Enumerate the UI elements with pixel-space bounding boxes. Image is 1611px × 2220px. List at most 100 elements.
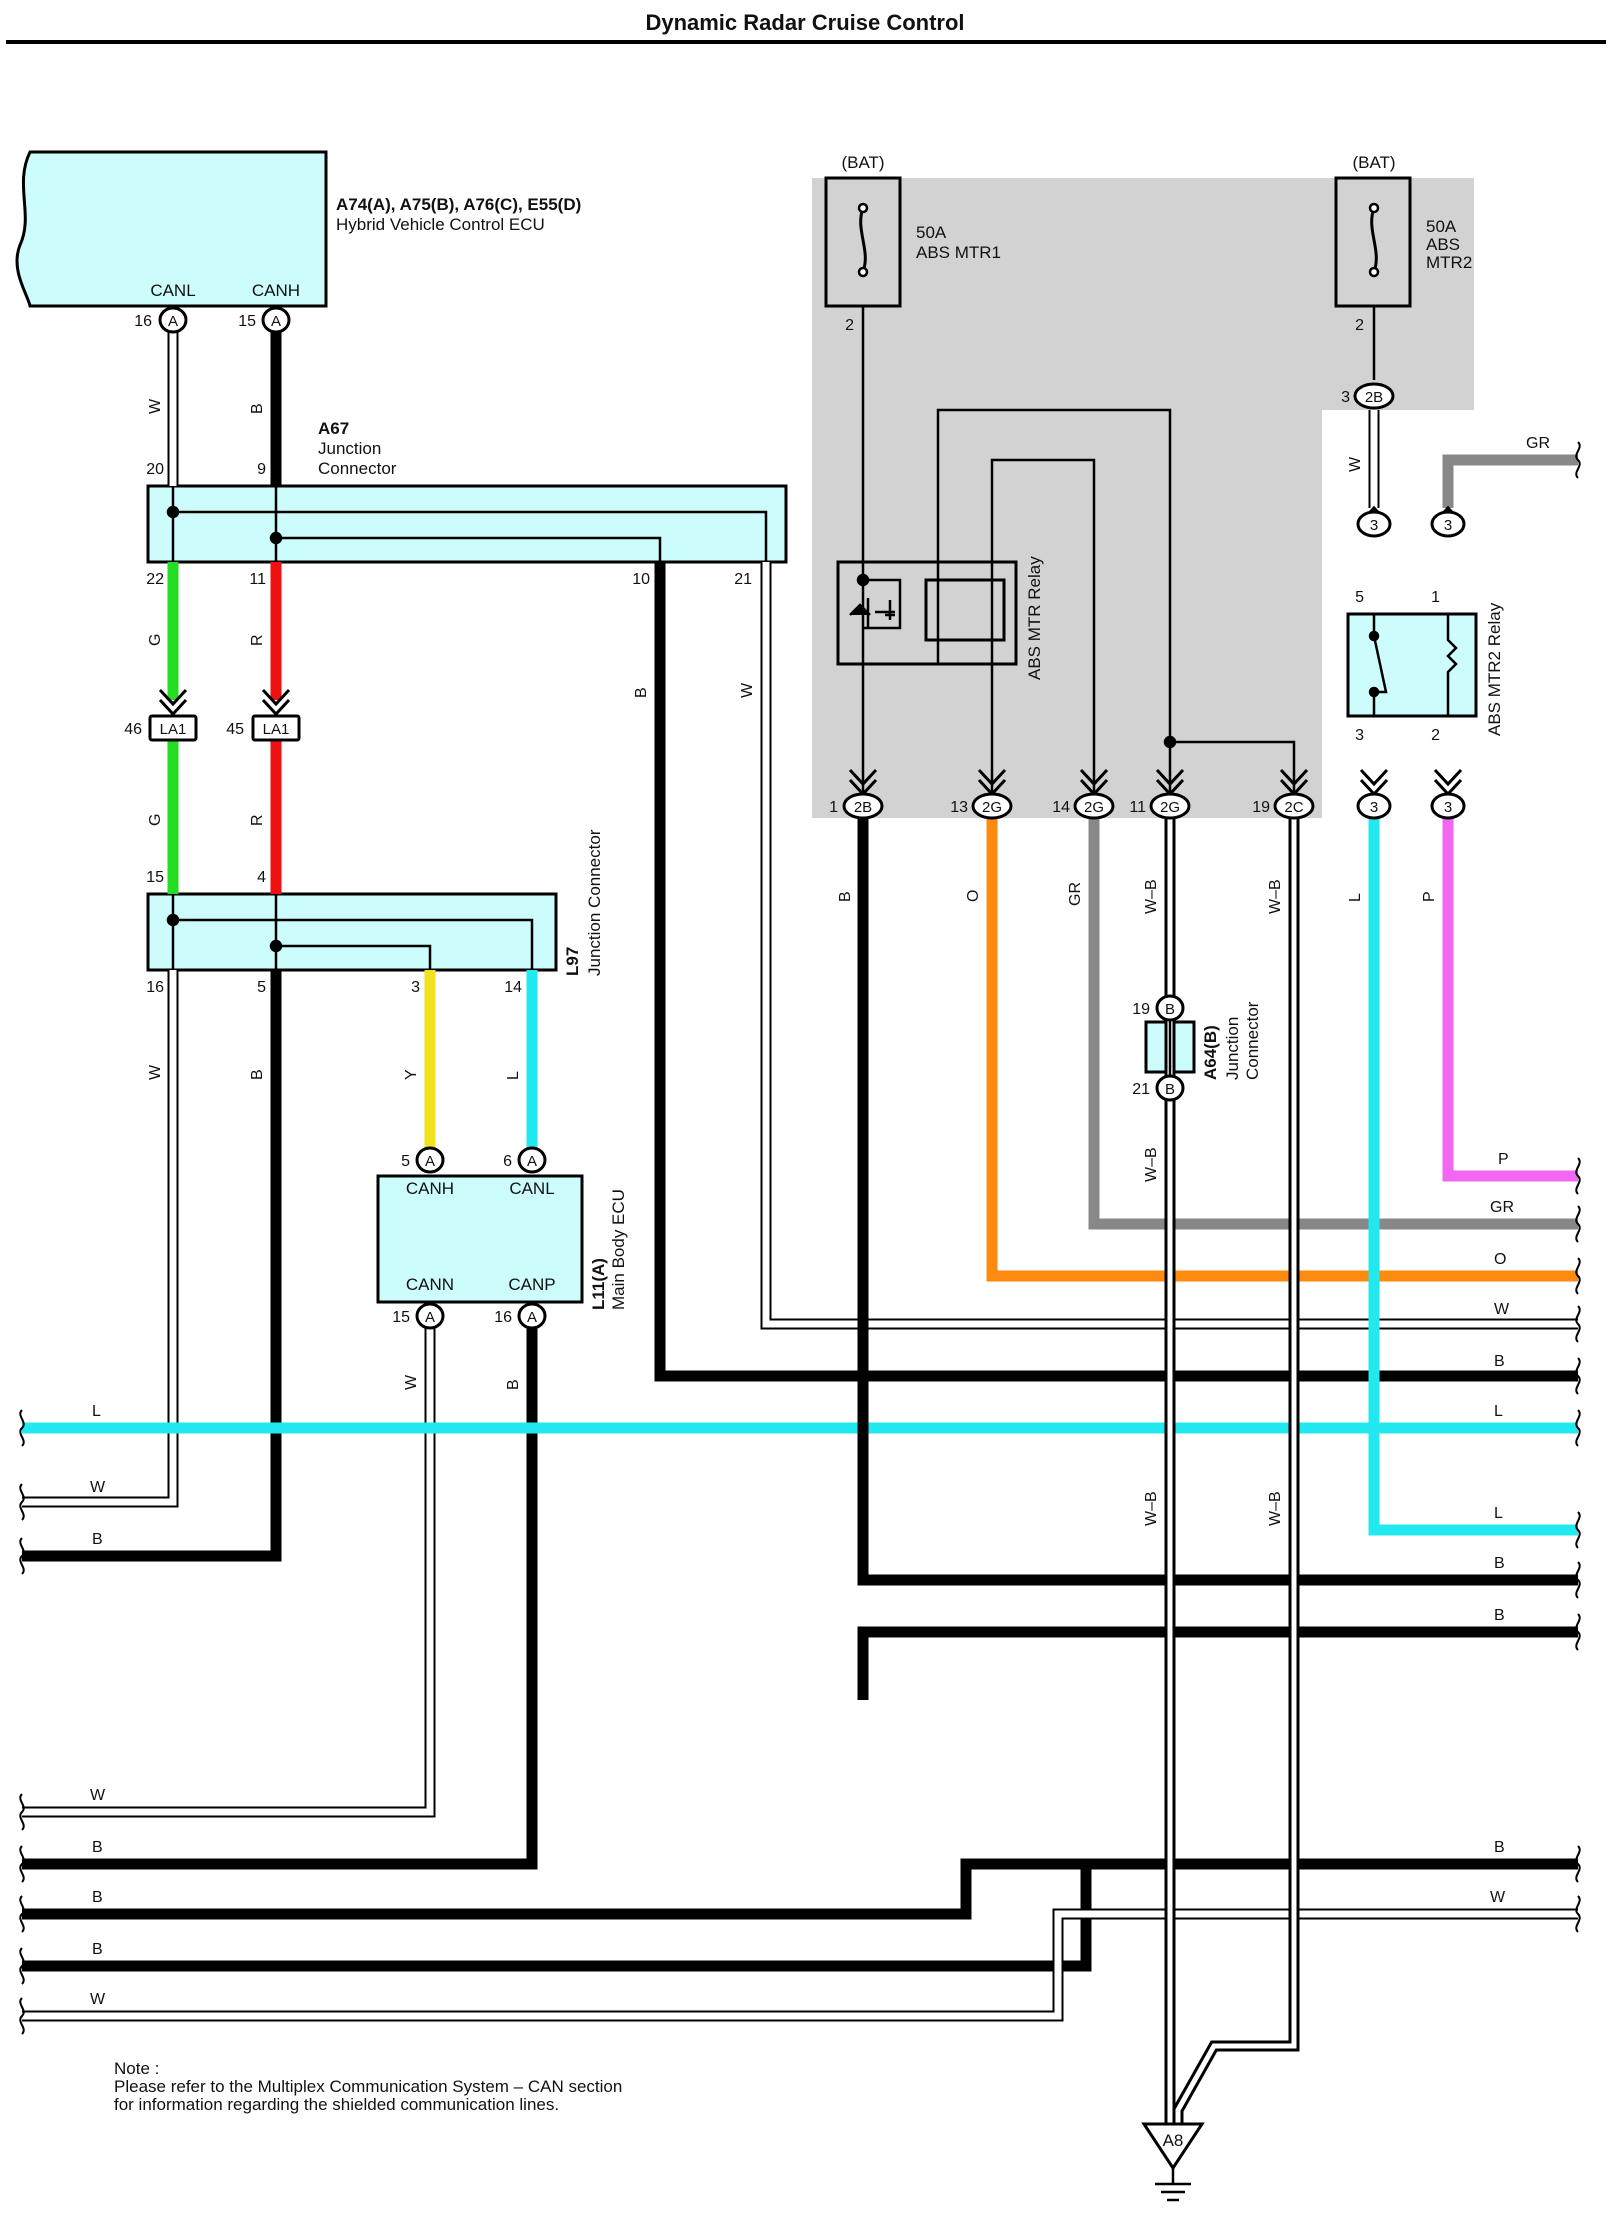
wl-right-b3: B xyxy=(1494,1607,1505,1624)
pin-a67-11: 11 xyxy=(249,571,266,588)
wire-b-a67-10 xyxy=(654,562,1578,1382)
wl-r2: R xyxy=(249,814,266,826)
pin-l97-4: 4 xyxy=(257,869,266,886)
pin-mb5: 5 xyxy=(401,1153,410,1170)
pin-a64-21: 21 xyxy=(1132,1081,1150,1098)
a67-name1: Junction xyxy=(318,439,381,458)
mb-id: L11(A) xyxy=(589,1258,608,1310)
hv-ecu-canl-label: CANL xyxy=(150,281,195,300)
pin-mb16: 16 xyxy=(494,1309,512,1326)
la1-45-terminal: LA1 xyxy=(263,721,290,738)
wl-l97-w: W xyxy=(147,1064,164,1080)
wl-r1: R xyxy=(249,634,266,646)
mb-cann-terminal: A xyxy=(425,1309,435,1326)
pin-mb6: 6 xyxy=(503,1153,512,1170)
wl-mb-b: B xyxy=(505,1379,522,1390)
wl-a67-b: B xyxy=(633,687,650,698)
diagram-title: Dynamic Radar Cruise Control xyxy=(645,10,964,35)
fuse2-name2: MTR2 xyxy=(1426,253,1472,272)
connector-terminals xyxy=(148,306,1466,1330)
wire-b-bottom-2 xyxy=(22,1864,1092,1972)
c2g-11-terminal: 2G xyxy=(1160,799,1180,816)
abs-mtr-relay-box xyxy=(836,560,1018,666)
fuse1-name: ABS MTR1 xyxy=(916,243,1001,262)
wl-2g-o: O xyxy=(965,890,982,902)
wl-g2: G xyxy=(147,814,164,826)
pin-relay2-2: 2 xyxy=(1431,727,1440,744)
hv-ecu-name: Hybrid Vehicle Control ECU xyxy=(336,215,545,234)
mb-cann-label: CANN xyxy=(406,1275,454,1294)
a67-junction-box xyxy=(146,484,788,564)
note-line3: for information regarding the shielded c… xyxy=(114,2095,559,2114)
wl-l97-y: Y xyxy=(403,1069,420,1080)
a64-name2: Connector xyxy=(1243,1001,1262,1080)
a67-name2: Connector xyxy=(318,459,397,478)
wire-w-a67-21 xyxy=(760,562,1578,1330)
hv-ecu-id: A74(A), A75(B), A76(C), E55(D) xyxy=(336,195,581,214)
wl-right-b2: B xyxy=(1494,1555,1505,1572)
fuse1-bat: (BAT) xyxy=(841,153,884,172)
wl-right-p: P xyxy=(1498,1151,1509,1168)
engine-room-block-shade xyxy=(812,178,1474,818)
wl-fuse2-w: W xyxy=(1347,456,1364,472)
wl-gnd-wb2: W–B xyxy=(1267,1491,1284,1526)
pin-relay2-3: 3 xyxy=(1355,727,1364,744)
wire-codes-vertical: W B G R G R B W W B Y L W B W B O GR W–B… xyxy=(147,398,1438,1526)
wl-left-w2: W xyxy=(90,1787,106,1804)
pin-l97-5: 5 xyxy=(257,979,266,996)
wl-gr-top: GR xyxy=(1526,435,1550,452)
pin-2b-1: 1 xyxy=(829,799,838,816)
wire-w-mb-cann xyxy=(22,1324,436,1818)
wl-relay-p: P xyxy=(1421,891,1438,902)
internal-links xyxy=(166,202,1458,2202)
c3-w-terminal: 3 xyxy=(1370,517,1378,534)
wl-a67-w: W xyxy=(739,682,756,698)
terminal-codes: A A A A A A B B LA1 LA1 2B 2G 2G 2G 2C 3… xyxy=(160,313,1453,1326)
wire-b-mb-canp xyxy=(22,1324,538,1870)
mb-canl-label: CANL xyxy=(509,1179,554,1198)
note-block: Note : Please refer to the Multiplex Com… xyxy=(114,2059,622,2114)
wire-gr-2g-14 xyxy=(1088,818,1578,1230)
a64-name1: Junction xyxy=(1223,1017,1242,1080)
c2g-14-terminal: 2G xyxy=(1084,799,1104,816)
wire-p-relay2-2 xyxy=(1442,818,1578,1182)
pin-relay2-1: 1 xyxy=(1431,589,1440,606)
wl-left-b2: B xyxy=(92,1839,103,1856)
wl-left-b1: B xyxy=(92,1531,103,1548)
pin-relay2-5: 5 xyxy=(1355,589,1364,606)
mb-canl-terminal: A xyxy=(527,1153,537,1170)
pin-a67-10: 10 xyxy=(632,571,650,588)
pin-a64-19: 19 xyxy=(1132,1001,1150,1018)
wire-b-feed-1632 xyxy=(857,1626,1578,1700)
pin-fuse2-2: 2 xyxy=(1355,317,1364,334)
mb-canp-label: CANP xyxy=(508,1275,555,1294)
pin-l97-16: 16 xyxy=(146,979,164,996)
wl-left-w3: W xyxy=(90,1991,106,2008)
pin-2g-13: 13 xyxy=(950,799,968,816)
wl-right-l1: L xyxy=(1494,1403,1503,1420)
wires xyxy=(22,330,1578,2124)
pin-l97-3: 3 xyxy=(411,979,420,996)
a67-id: A67 xyxy=(318,419,349,438)
pin-hv16: 16 xyxy=(134,313,152,330)
wl-2c-wb: W–B xyxy=(1267,879,1284,914)
wl-left-b4: B xyxy=(92,1941,103,1958)
wl-mb-w: W xyxy=(403,1374,420,1390)
wl-gnd-wb1: W–B xyxy=(1143,1491,1160,1526)
c2b-3-terminal: 2B xyxy=(1365,389,1383,406)
pin-a67-20: 20 xyxy=(146,461,164,478)
l97-name: Junction Connector xyxy=(585,829,604,976)
fuse2-name1: ABS xyxy=(1426,235,1460,254)
wl-hv-b: B xyxy=(249,403,266,414)
wl-right-b4: B xyxy=(1494,1839,1505,1856)
wl-g1: G xyxy=(147,634,164,646)
wire-w-l97-16 xyxy=(22,970,179,1508)
wire-b-bottom-1 xyxy=(22,1858,1578,1920)
wire-break-marks xyxy=(19,441,1581,2035)
relay1-name: ABS MTR Relay xyxy=(1025,556,1044,680)
wl-right-w2: W xyxy=(1490,1889,1506,1906)
ground-id: A8 xyxy=(1163,2131,1184,2150)
la1-46-terminal: LA1 xyxy=(160,721,187,738)
a64-21-terminal: B xyxy=(1165,1081,1175,1098)
pin-2g-14: 14 xyxy=(1052,799,1070,816)
